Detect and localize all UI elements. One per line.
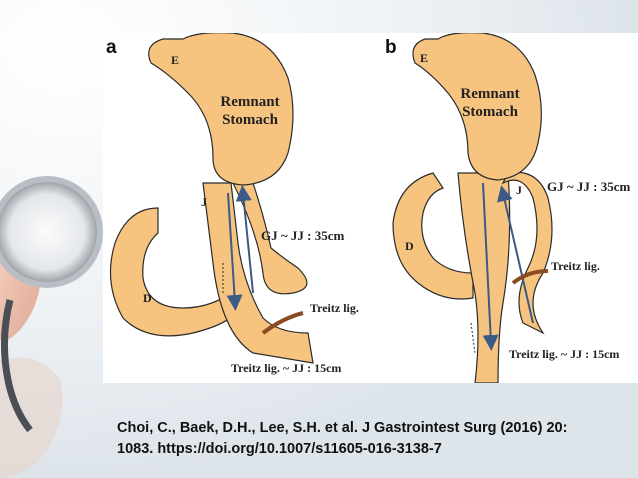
panel-a-organs — [109, 33, 314, 364]
panel-a-stomach-line1: Remnant — [220, 94, 280, 110]
panel-a-treitz-label: Treitz lig. — [310, 301, 359, 315]
stomach-shape-b — [412, 33, 542, 181]
panel-a-esophagus-label: E — [171, 53, 180, 67]
treitz-ligament-b — [511, 269, 549, 285]
panel-b-gj-jj-label: GJ ~ JJ : 35cm — [547, 179, 631, 194]
panel-a-duodenum-label: D — [143, 291, 152, 305]
panel-b-stomach-line2: Stomach — [462, 104, 518, 120]
panel-b-treitz-label: Treitz lig. — [551, 259, 600, 273]
efferent-loop-shape-b — [501, 171, 553, 335]
panel-a-jejunum-label: J — [201, 195, 207, 209]
panel-b-duodenum-label: D — [405, 239, 414, 253]
stomach-shape — [148, 33, 294, 186]
panel-b-stomach-label: Remnant Stomach — [455, 85, 525, 121]
stethoscope-icon — [0, 176, 103, 433]
duodenum-shape — [109, 207, 239, 337]
jejunum-shape-b — [457, 172, 511, 383]
panel-b-jejunum-label: J — [516, 183, 522, 197]
panel-a-gj-jj-label: GJ ~ JJ : 35cm — [261, 228, 345, 243]
citation: Choi, C., Baek, D.H., Lee, S.H. et al. J… — [117, 418, 627, 460]
panel-b-esophagus-label: E — [420, 51, 429, 65]
panel-a-stomach-line2: Stomach — [222, 112, 278, 128]
panel-a-treitz-jj-label: Treitz lig. ~ JJ : 15cm — [231, 361, 342, 375]
treitz-ligament-a — [261, 311, 304, 335]
panel-b-organs — [392, 33, 553, 383]
gastrojejunostomy-diagram — [109, 33, 553, 383]
panel-a-stomach-label: Remnant Stomach — [215, 93, 285, 129]
panel-b-letter: b — [385, 37, 397, 58]
citation-line1: Choi, C., Baek, D.H., Lee, S.H. et al. J… — [117, 420, 568, 436]
efferent-loop-shape — [232, 182, 308, 295]
panel-b-treitz-jj-label: Treitz lig. ~ JJ : 15cm — [509, 347, 620, 361]
panel-b-stomach-line1: Remnant — [460, 86, 520, 102]
panel-a-letter: a — [106, 37, 117, 58]
duodenum-shape-b — [392, 172, 474, 300]
citation-line2: 1083. https://doi.org/10.1007/s11605-016… — [117, 441, 442, 457]
figure-panel: a E Remnant Stomach J D GJ ~ JJ : 35cm T… — [103, 33, 638, 383]
